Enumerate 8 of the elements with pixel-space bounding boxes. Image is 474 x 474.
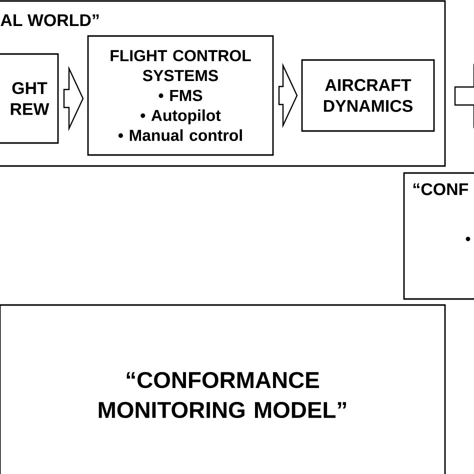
process-box: FLIGHT CONTROL SYSTEMS • FMS • Autopilot • Manual control <box>87 35 274 156</box>
block-arrow <box>278 62 298 128</box>
process-box: GHT REW <box>0 53 59 144</box>
process-box: AIRCRAFT DYNAMICS <box>301 59 435 132</box>
block-arrow <box>454 63 474 129</box>
block-arrow <box>63 66 84 132</box>
group-box: “CONF <box>403 172 474 300</box>
title-box: “CONFORMANCE MONITORING MODEL” <box>0 304 446 474</box>
